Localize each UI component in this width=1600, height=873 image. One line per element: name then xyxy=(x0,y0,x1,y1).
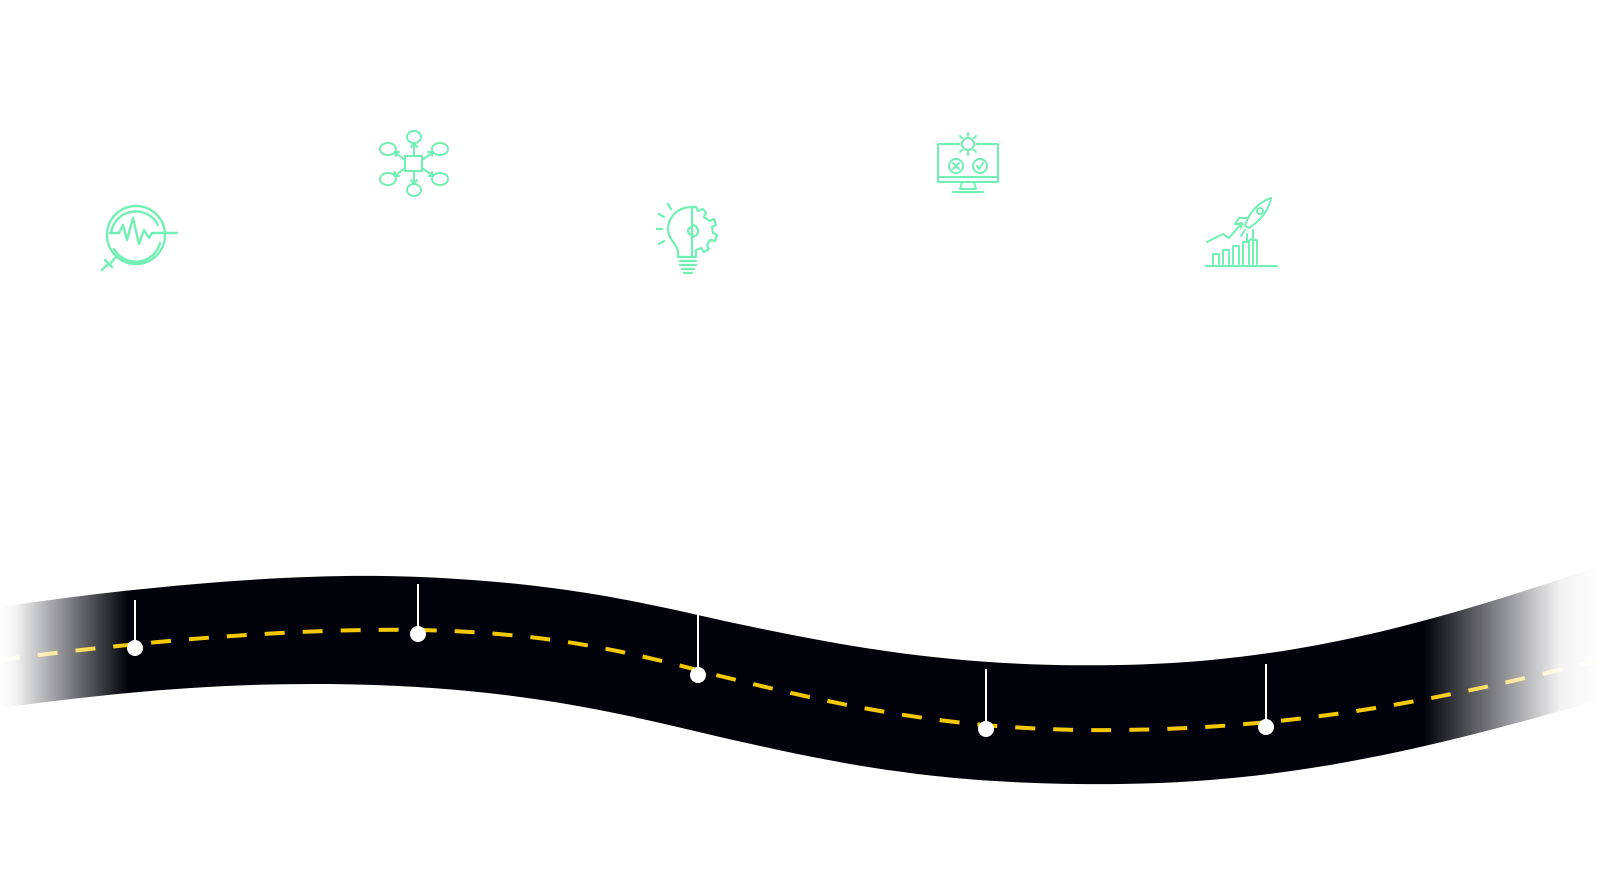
network-diagram-icon xyxy=(378,128,450,200)
rocket-growth-chart-icon xyxy=(1205,194,1281,270)
lightbulb-gear-icon xyxy=(656,203,724,279)
analysis-magnifier-pulse-icon xyxy=(96,203,182,275)
milestone-pin-3[interactable] xyxy=(690,615,706,683)
milestone-pin-2[interactable] xyxy=(410,584,426,642)
milestone-pin-1[interactable] xyxy=(127,600,143,656)
monitor-gear-check-icon xyxy=(935,130,1001,196)
milestone-pin-4[interactable] xyxy=(978,669,994,737)
milestone-pin-5[interactable] xyxy=(1258,664,1274,735)
